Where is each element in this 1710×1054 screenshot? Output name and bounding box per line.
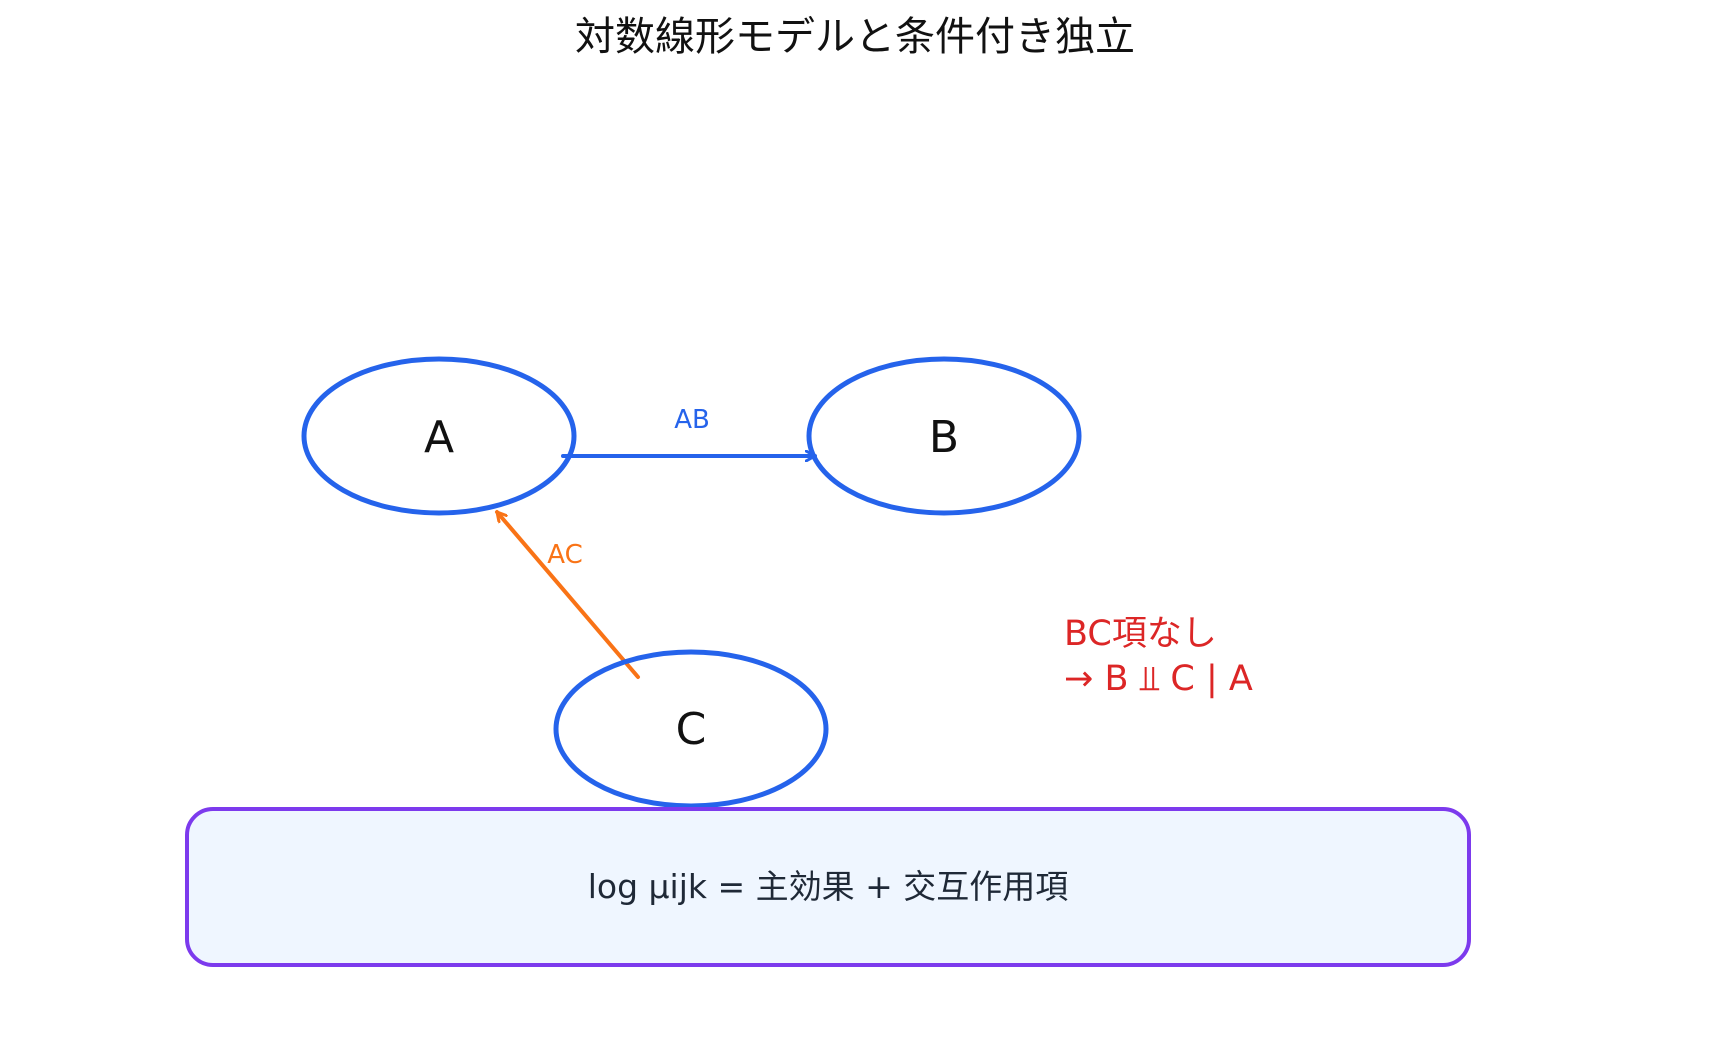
note-line-2: → B ⫫ C | A bbox=[1064, 659, 1253, 699]
node-c[interactable]: C bbox=[553, 649, 829, 809]
edge-ac-label: AC bbox=[547, 540, 582, 570]
note-line-1: BC項なし bbox=[1064, 614, 1217, 654]
node-a-shape bbox=[301, 356, 577, 516]
node-a-label: A bbox=[424, 412, 454, 463]
formula-box-frame bbox=[185, 807, 1471, 967]
formula-text: log μijk = 主効果 + 交互作用項 bbox=[588, 867, 1069, 906]
node-a[interactable]: A bbox=[301, 356, 577, 516]
diagram-title: 対数線形モデルと条件付き独立 bbox=[575, 14, 1135, 60]
node-c-shape bbox=[553, 649, 829, 809]
node-c-label: C bbox=[676, 704, 707, 755]
edge-ab-label: AB bbox=[674, 405, 710, 435]
node-b-label: B bbox=[929, 412, 959, 463]
conditional-independence-note: BC項なし → B ⫫ C | A bbox=[1064, 614, 1253, 699]
formula-box: log μijk = 主効果 + 交互作用項 bbox=[185, 807, 1471, 967]
node-b[interactable]: B bbox=[806, 356, 1082, 516]
edge-ac-line bbox=[495, 510, 640, 679]
node-b-shape bbox=[806, 356, 1082, 516]
